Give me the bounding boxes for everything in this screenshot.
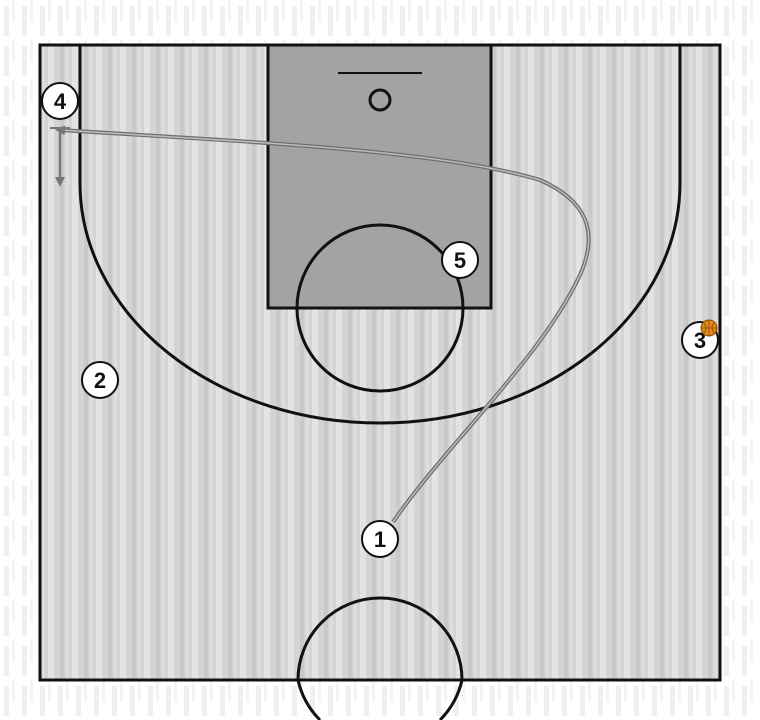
player-5[interactable]: 5: [441, 241, 479, 279]
center-circle-left: [296, 679, 322, 720]
player-4[interactable]: 4: [41, 82, 79, 120]
cut-path-player-1: [55, 125, 590, 523]
player-2[interactable]: 2: [81, 361, 119, 399]
player-3[interactable]: 3: [681, 319, 719, 359]
basketball-icon: [700, 319, 718, 337]
player-3-label: 3: [694, 328, 706, 353]
player-1[interactable]: 1: [361, 520, 399, 558]
player-5-marker: [441, 241, 479, 279]
center-circle-right: [438, 679, 464, 720]
player-4-label: 4: [54, 89, 67, 114]
player-2-marker: [81, 361, 119, 399]
player-1-marker: [361, 520, 399, 558]
center-circle-top: [296, 596, 464, 681]
three-point-line: [78, 45, 682, 425]
court-boundary: [38, 43, 722, 682]
free-throw-circle: [295, 223, 465, 393]
basket-rim: [368, 88, 392, 112]
player-1-label: 1: [374, 527, 386, 552]
player-5-label: 5: [454, 248, 466, 273]
player-4-marker: [41, 82, 79, 120]
player-2-label: 2: [94, 368, 106, 393]
